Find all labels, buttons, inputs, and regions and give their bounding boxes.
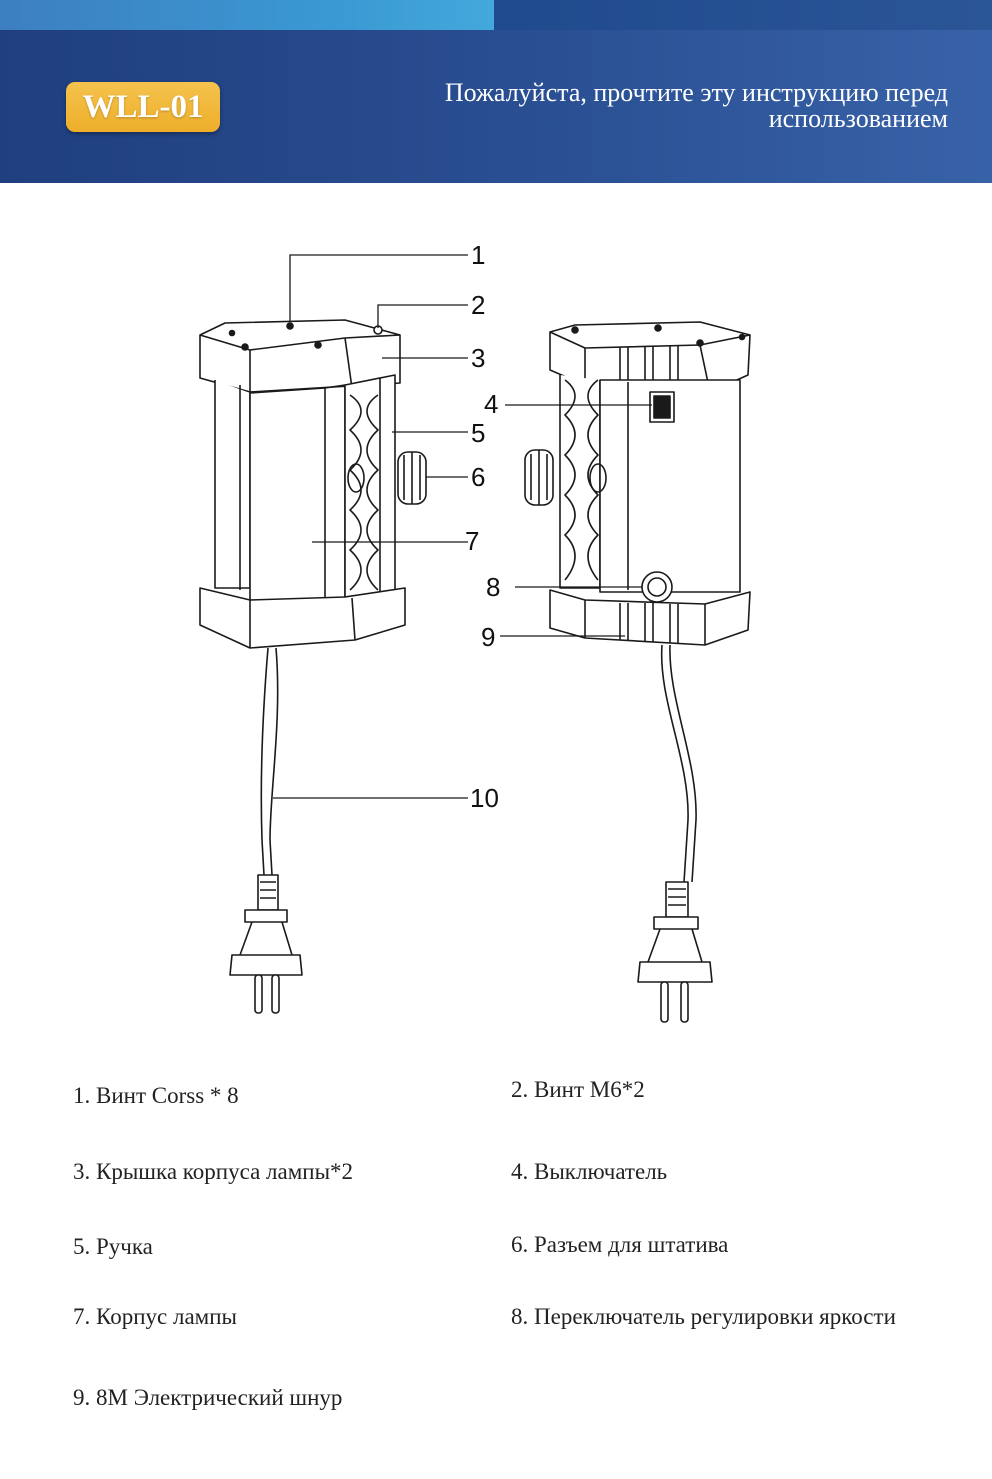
- callout-3: 3: [471, 343, 485, 373]
- callout-5: 5: [471, 418, 485, 448]
- legend-item-7: 7. Корпус лампы: [73, 1304, 237, 1329]
- lamp-diagram-svg: 1 2 3 4 5 6 7 8 9 10: [199, 240, 751, 1023]
- legend-item-2: 2. Винт М6*2: [511, 1077, 645, 1102]
- legend-item-5: 5. Ручка: [73, 1234, 153, 1259]
- legend-item-6: 6. Разъем для штатива: [511, 1232, 729, 1257]
- header-top-strip: [0, 0, 992, 30]
- model-badge: WLL-01: [66, 82, 220, 132]
- legend-item-3: 3. Крышка корпуса лампы*2: [73, 1159, 354, 1184]
- header-banner: WLL-01 Пожалуйста, прочтите эту инструкц…: [0, 0, 992, 183]
- read-instructions-notice: Пожалуйста, прочтите эту инструкцию пере…: [444, 78, 948, 133]
- callout-leaders: [273, 254, 652, 799]
- callout-1: 1: [471, 240, 485, 270]
- callout-4: 4: [484, 389, 498, 419]
- callout-9: 9: [481, 622, 495, 652]
- callout-8: 8: [486, 572, 500, 602]
- callout-10: 10: [470, 783, 499, 813]
- product-diagram: 1 2 3 4 5 6 7 8 9 10: [0, 183, 992, 1043]
- legend-item-4: 4. Выключатель: [511, 1159, 668, 1184]
- legend-item-1: 1. Винт Corss * 8: [73, 1083, 239, 1108]
- callout-2: 2: [471, 290, 485, 320]
- callout-7: 7: [465, 526, 479, 556]
- lamp-back-view: [524, 321, 751, 1023]
- legend-item-9: 9. 8М Электрический шнур: [73, 1385, 343, 1410]
- lamp-front-view: [199, 319, 427, 1014]
- callout-6: 6: [471, 462, 485, 492]
- legend-item-8: 8. Переключатель регулировки яркости: [511, 1304, 896, 1329]
